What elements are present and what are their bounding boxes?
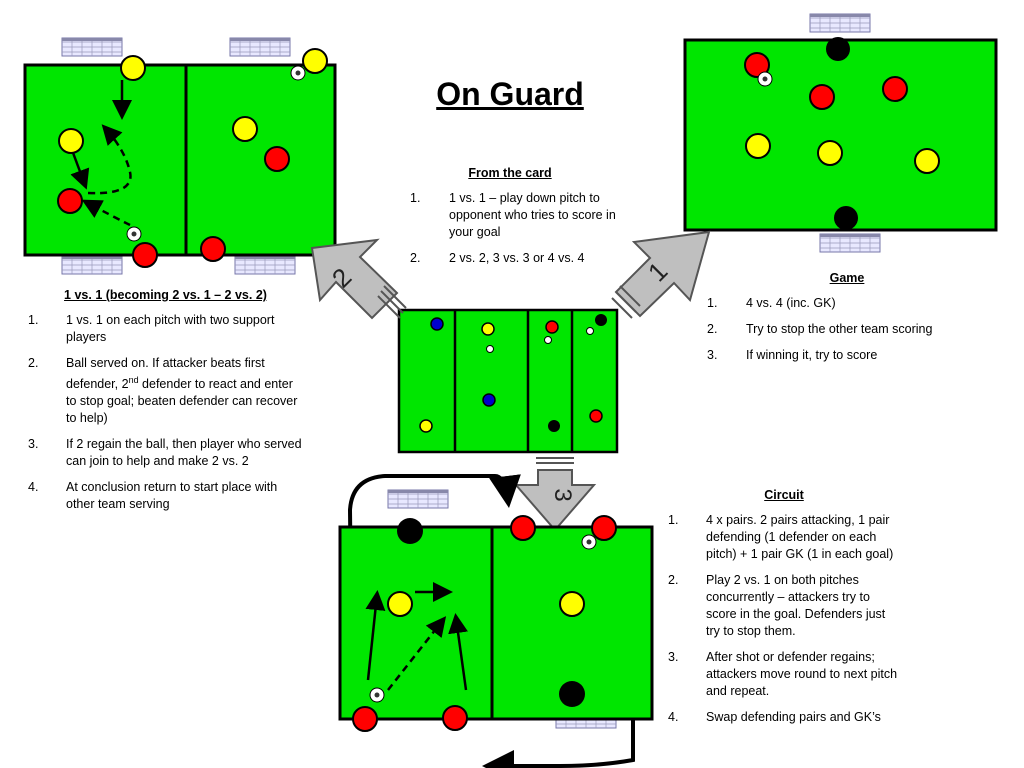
yellow-player xyxy=(559,591,585,617)
list-item: 2.Try to stop the other team scoring xyxy=(707,322,933,336)
yellow-player xyxy=(745,133,771,159)
list-item: 1.1 vs. 1 on each pitch with two support… xyxy=(28,313,275,344)
list-item: 3.If 2 regain the ball, then player who … xyxy=(28,437,302,469)
yellow-player xyxy=(817,140,843,166)
from-card-list: 1.1 vs. 1 – play down pitch to opponent … xyxy=(410,190,620,267)
blue-player xyxy=(482,393,496,407)
page-title: On Guard xyxy=(436,76,584,112)
goal xyxy=(234,255,296,275)
goal xyxy=(61,37,123,57)
pitch-1v1 xyxy=(23,37,337,275)
ball-icon xyxy=(586,327,594,335)
red-player xyxy=(57,188,83,214)
list-item: 2.Ball served on. If attacker beats firs… xyxy=(28,356,298,426)
black-player xyxy=(559,681,585,707)
red-player xyxy=(545,320,559,334)
goal xyxy=(229,37,291,57)
pitch-circuit xyxy=(338,474,654,768)
red-player xyxy=(132,242,158,268)
game-list: 1.4 vs. 4 (inc. GK) 2.Try to stop the ot… xyxy=(707,295,977,364)
circuit-heading: Circuit xyxy=(764,488,804,502)
list-item: 1.4 vs. 4 (inc. GK) xyxy=(707,296,836,310)
red-player xyxy=(589,409,603,423)
red-player xyxy=(200,236,226,262)
goal xyxy=(819,233,881,253)
list-item: 1.1 vs. 1 – play down pitch to opponent … xyxy=(410,191,616,239)
svg-text:3: 3 xyxy=(549,488,576,501)
black-player xyxy=(397,518,423,544)
red-player xyxy=(510,515,536,541)
from-card-section: From the card 1.1 vs. 1 – play down pitc… xyxy=(410,165,620,276)
goal xyxy=(809,13,871,33)
yellow-player xyxy=(387,591,413,617)
list-item: 2.Play 2 vs. 1 on both pitches concurren… xyxy=(668,573,886,638)
circuit-section: Circuit 1.4 x pairs. 2 pairs attacking, … xyxy=(668,487,900,735)
ball-icon xyxy=(581,534,597,550)
ball-icon xyxy=(544,336,552,344)
red-player xyxy=(744,52,770,78)
yellow-player xyxy=(232,116,258,142)
one-v-one-list: 1.1 vs. 1 on each pitch with two support… xyxy=(28,312,303,513)
arrow-1: 1 xyxy=(611,230,711,319)
list-item: 1.4 x pairs. 2 pairs attacking, 1 pair d… xyxy=(668,513,894,561)
goal xyxy=(387,489,449,509)
from-card-heading: From the card xyxy=(468,166,552,180)
black-player xyxy=(548,420,560,432)
red-player xyxy=(352,706,378,732)
blue-player xyxy=(430,317,444,331)
ball-icon xyxy=(126,226,142,242)
black-player xyxy=(826,37,850,61)
list-item: 2.2 vs. 2, 3 vs. 3 or 4 vs. 4 xyxy=(410,251,585,265)
list-item: 4.Swap defending pairs and GK’s xyxy=(668,710,881,724)
one-v-one-heading: 1 vs. 1 (becoming 2 vs. 1 – 2 vs. 2) xyxy=(64,288,267,302)
circuit-list: 1.4 x pairs. 2 pairs attacking, 1 pair d… xyxy=(668,512,900,726)
yellow-player xyxy=(419,419,433,433)
red-player xyxy=(591,515,617,541)
yellow-player xyxy=(914,148,940,174)
red-player xyxy=(882,76,908,102)
arrow-2: 2 xyxy=(310,238,407,320)
pitch-overview xyxy=(397,308,619,454)
list-item: 3.After shot or defender regains; attack… xyxy=(668,650,898,698)
ball-icon xyxy=(369,687,385,703)
ball-icon xyxy=(486,345,494,353)
list-item: 4.At conclusion return to start place wi… xyxy=(28,480,278,512)
ball-icon xyxy=(757,71,773,87)
red-player xyxy=(264,146,290,172)
one-v-one-section: 1 vs. 1 (becoming 2 vs. 1 – 2 vs. 2) 1.1… xyxy=(28,287,303,522)
black-player xyxy=(834,206,858,230)
yellow-player xyxy=(120,55,146,81)
game-heading: Game xyxy=(829,271,865,285)
red-player xyxy=(809,84,835,110)
goal xyxy=(61,255,123,275)
black-player xyxy=(595,314,607,326)
arrow-3: 3 xyxy=(513,457,597,532)
red-player xyxy=(442,705,468,731)
yellow-player xyxy=(481,322,495,336)
ball-icon xyxy=(290,65,306,81)
pitch-game xyxy=(683,13,998,253)
yellow-player xyxy=(302,48,328,74)
yellow-player xyxy=(58,128,84,154)
list-item: 3.If winning it, try to score xyxy=(707,348,878,362)
game-section: Game 1.4 vs. 4 (inc. GK) 2.Try to stop t… xyxy=(707,270,977,373)
